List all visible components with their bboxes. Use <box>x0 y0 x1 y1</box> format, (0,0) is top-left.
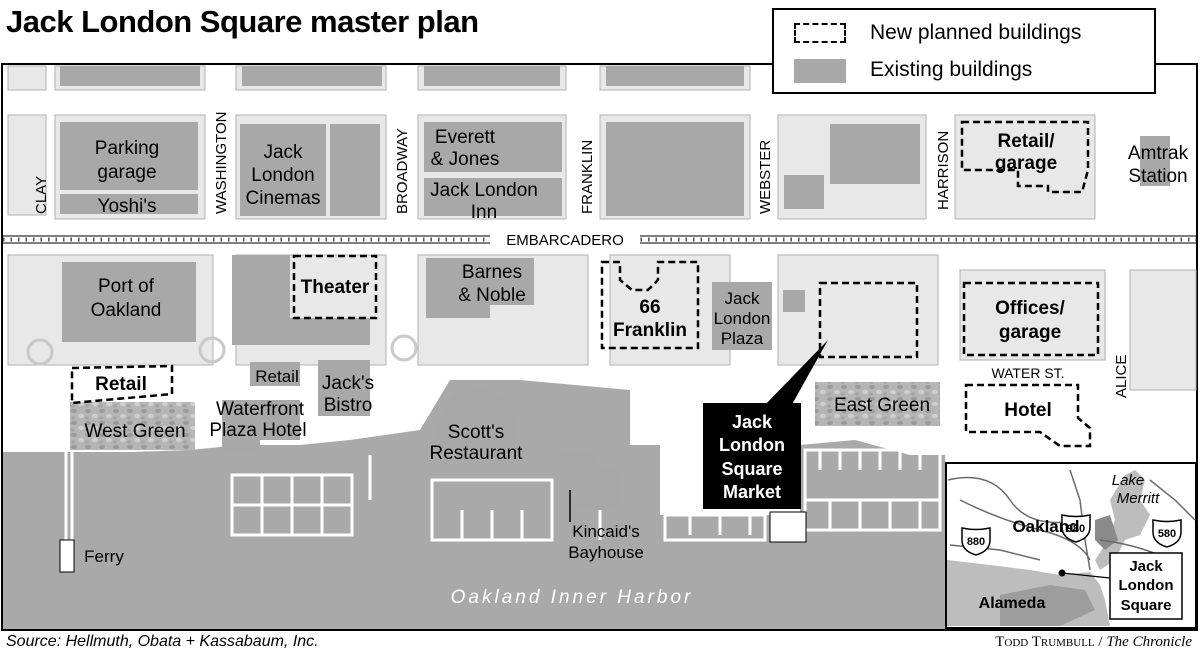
label-retail-new: Retail <box>95 374 147 395</box>
label-barnes-2: & Noble <box>458 285 526 306</box>
new-buildings <box>70 120 1100 448</box>
street-alice: ALICE <box>1113 355 1130 398</box>
callout-line-2: London <box>719 435 785 455</box>
label-retail-garage-2: garage <box>995 153 1057 174</box>
street-webster: WEBSTER <box>757 140 774 214</box>
label-66-franklin-1: 66 <box>639 297 660 318</box>
label-everett-1: Everett <box>435 127 496 148</box>
label-parking-garage-2: garage <box>97 162 156 183</box>
shield-880: 880 <box>967 536 985 548</box>
label-inn-2: Inn <box>471 202 497 223</box>
label-port-1: Port of <box>98 276 155 297</box>
label-amtrak-1: Amtrak <box>1128 143 1189 164</box>
street-water: WATER ST. <box>991 365 1064 381</box>
new-labels: Retail/ garage Theater 66 Franklin Offic… <box>95 131 1065 421</box>
street-franklin: FRANKLIN <box>579 140 596 214</box>
credit-paper: The Chronicle <box>1106 634 1192 650</box>
callout-line-4: Market <box>723 482 781 502</box>
label-scotts-1: Scott's <box>448 422 504 443</box>
label-offices-garage-2: garage <box>999 322 1061 343</box>
label-ferry: Ferry <box>84 547 124 566</box>
page-title: Jack London Square master plan <box>6 4 479 39</box>
label-yoshis: Yoshi's <box>98 196 157 217</box>
street-washington: WASHINGTON <box>213 111 230 214</box>
street-embarcadero: EMBARCADERO <box>506 232 624 249</box>
label-jl-plaza-3: Plaza <box>721 329 764 348</box>
legend-existing-swatch <box>794 59 846 83</box>
callout-line-3: Square <box>721 459 782 479</box>
ferry-terminal <box>59 539 75 573</box>
inset-jls-2: London <box>1119 577 1174 594</box>
legend: New planned buildings Existing buildings <box>772 8 1156 94</box>
label-retail-small: Retail <box>255 367 298 386</box>
existing-labels: Parking garage Yoshi's Jack London Cinem… <box>84 127 1188 464</box>
callout-pointer <box>762 340 828 408</box>
callout-line-1: Jack <box>732 412 773 432</box>
legend-new-swatch <box>794 23 846 43</box>
label-hotel: Hotel <box>1004 400 1052 421</box>
inset-jls-1: Jack <box>1129 558 1163 575</box>
label-parking-garage: Parking <box>95 138 159 159</box>
east-green-park <box>815 382 940 426</box>
label-retail-garage-1: Retail/ <box>997 131 1055 152</box>
label-jacks-bistro-1: Jack's <box>322 373 374 394</box>
inset-alameda: Alameda <box>979 595 1046 612</box>
label-66-franklin-2: Franklin <box>613 320 687 341</box>
label-cinemas-1: Jack <box>263 142 303 163</box>
embarcadero-label-bg <box>490 228 640 248</box>
label-port-2: Oakland <box>91 300 162 321</box>
label-theater: Theater <box>301 277 370 298</box>
street-harrison: HARRISON <box>935 131 952 210</box>
label-jacks-bistro-2: Bistro <box>324 395 373 416</box>
street-broadway: BROADWAY <box>394 128 411 214</box>
inset-lake-2: Merritt <box>1117 490 1160 507</box>
label-cinemas-2: London <box>251 165 314 186</box>
inset-jls-3: Square <box>1121 597 1172 614</box>
label-barnes-1: Barnes <box>462 262 522 283</box>
legend-new-label: New planned buildings <box>870 21 1082 44</box>
label-east-green: East Green <box>834 395 930 416</box>
inset-lake-1: Lake <box>1112 472 1145 489</box>
label-kincaids-1: Kincaid's <box>572 522 640 541</box>
label-everett-2: & Jones <box>431 149 500 170</box>
highway-shields: 980 880 580 <box>961 514 1182 556</box>
shield-980: 980 <box>1067 523 1085 535</box>
harbor-label: Oakland Inner Harbor <box>451 587 694 608</box>
existing-buildings <box>60 66 1170 510</box>
piers <box>64 438 942 545</box>
market-pier <box>769 511 807 543</box>
label-west-green: West Green <box>84 421 185 442</box>
label-jl-plaza-1: Jack <box>725 289 760 308</box>
legend-existing-label: Existing buildings <box>870 58 1033 81</box>
shield-580: 580 <box>1158 528 1176 540</box>
source-credit: Source: Hellmuth, Obata + Kassabaum, Inc… <box>6 633 319 650</box>
label-offices-garage-1: Offices/ <box>995 298 1065 319</box>
inset-jls-box <box>1109 552 1183 620</box>
label-scotts-2: Restaurant <box>430 443 524 464</box>
label-waterfront-2: Plaza Hotel <box>209 420 306 441</box>
street-clay: CLAY <box>33 176 50 214</box>
callout-text: Jack London Square Market <box>719 412 785 502</box>
label-inn-1: Jack London <box>430 180 538 201</box>
inset-oakland: Oakland <box>1012 517 1079 536</box>
existing-labels-small: Jack London Plaza Retail Kincaid's Bayho… <box>84 289 770 566</box>
callout-box <box>703 403 801 509</box>
label-amtrak-2: Station <box>1128 166 1187 187</box>
west-green-park <box>70 402 195 450</box>
traffic-circles <box>26 334 418 366</box>
label-cinemas-3: Cinemas <box>246 188 321 209</box>
label-waterfront-1: Waterfront <box>216 399 305 420</box>
author-credit: Todd Trumbull / The Chronicle <box>995 634 1192 651</box>
inset-map: 980 880 580 Lake Merritt Oakland Alameda… <box>945 462 1197 629</box>
credit-separator: / <box>1094 634 1107 650</box>
label-jl-plaza-2: London <box>714 309 771 328</box>
credit-name: Todd Trumbull <box>995 634 1095 650</box>
label-kincaids-2: Bayhouse <box>568 543 644 562</box>
